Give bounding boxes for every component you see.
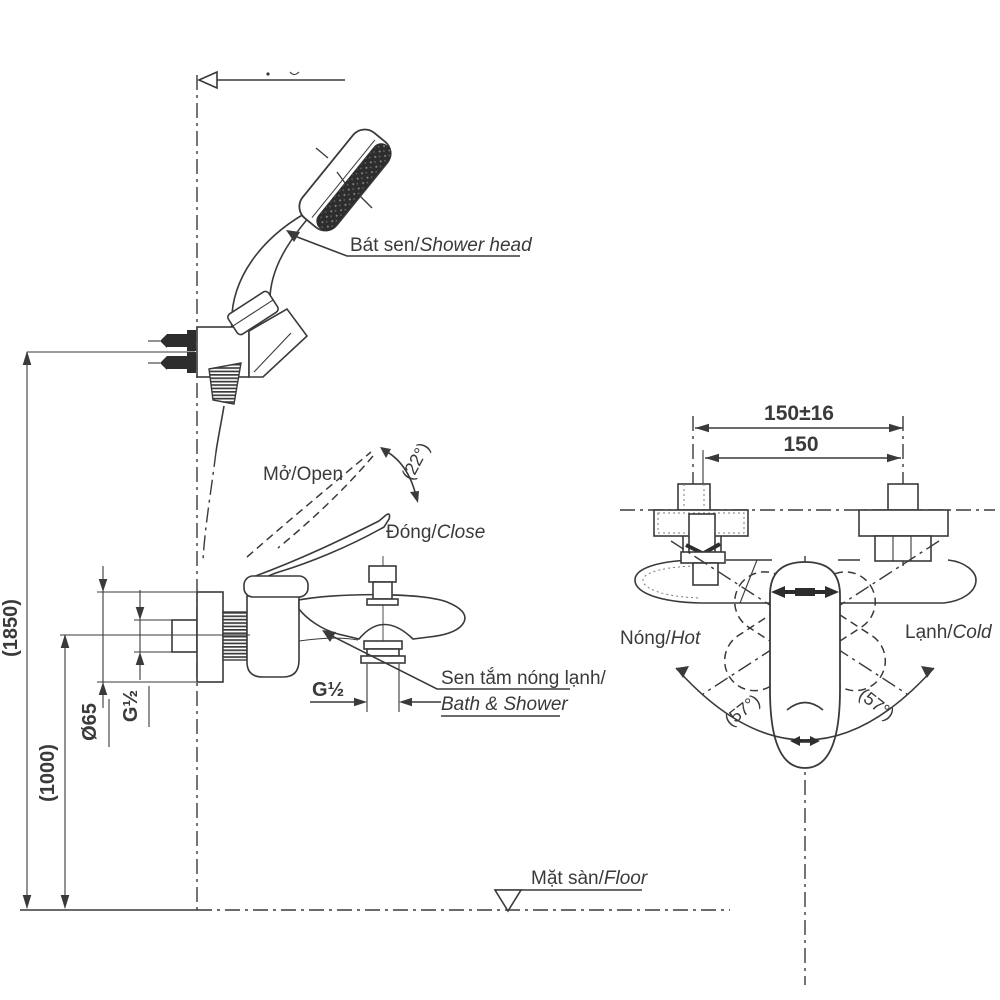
- body-left-cap: [634, 559, 701, 604]
- svg-text:150: 150: [783, 433, 818, 456]
- outlet-ring: [360, 655, 406, 664]
- lever-closed-position: [249, 513, 391, 592]
- shower-hose: [215, 405, 225, 453]
- dimension-span: 150: [705, 433, 901, 463]
- dimension-flange-diameter: Ø65: [79, 566, 196, 747]
- open-label: Mở/Open: [263, 464, 343, 485]
- wall-flange: [196, 591, 224, 683]
- dimension-span-tolerance: 150±16: [695, 402, 903, 433]
- svg-text:(1850): (1850): [0, 599, 22, 657]
- mixer-side: [171, 447, 466, 683]
- lever-base: [243, 575, 309, 598]
- diverter-knob: [368, 565, 397, 583]
- screw-icon: [160, 334, 167, 348]
- top-reference-line: [197, 70, 345, 90]
- bath-shower-label-en: Bath & Shower: [441, 694, 568, 715]
- wall-connector: [171, 619, 198, 653]
- svg-text:G½: G½: [312, 679, 344, 701]
- close-label: Đóng/Close: [386, 522, 485, 543]
- shower-head-callout: Bát sen/Shower head: [286, 230, 533, 257]
- screw-icon: [160, 356, 167, 370]
- spout: [298, 593, 466, 640]
- body-right-cap: [943, 559, 977, 604]
- holder-arm: [248, 307, 309, 378]
- hand-shower-unit: [148, 128, 392, 561]
- shower-head-label: Bát sen/Shower head: [350, 235, 533, 256]
- screw-icon: [167, 334, 187, 347]
- bath-shower-callout: Sen tắm nóng lạnh/ Bath & Shower: [322, 630, 607, 717]
- mixer-body: [246, 595, 300, 678]
- outlet-ring: [363, 640, 403, 650]
- right-fitting: [858, 483, 949, 562]
- cover-plate: [858, 509, 949, 537]
- swing-left-label: (57°): [721, 690, 764, 730]
- top-edge-artifact: [289, 71, 300, 76]
- handle-cuff: [227, 290, 279, 336]
- dimension-outlet-thread: G½: [310, 664, 441, 712]
- swing-arc: [675, 666, 935, 746]
- dimension-1000: (1000): [37, 634, 250, 909]
- cold-label: Lạnh/Cold: [905, 622, 993, 643]
- floor-label: Mặt sàn/Floor: [531, 868, 648, 889]
- open-angle-arc: [380, 447, 419, 503]
- mixer-handle-front: [769, 561, 841, 769]
- bath-shower-label-vi: Sen tắm nóng lạnh/: [441, 667, 607, 689]
- dimension-1850: (1850): [0, 351, 195, 909]
- hot-label: Nóng/Hot: [620, 628, 701, 649]
- spray-ticks: [315, 147, 373, 209]
- front-view: 150±16 150: [620, 402, 995, 985]
- shower-hose-centerline: [202, 451, 217, 561]
- screw-icon: [167, 356, 187, 369]
- mixer-front-body: [634, 559, 977, 604]
- svg-text:Ø65: Ø65: [79, 703, 101, 741]
- leader-arrow-icon: [322, 630, 336, 642]
- svg-text:(1000): (1000): [37, 744, 59, 802]
- floor: Mặt sàn/Floor: [20, 868, 730, 913]
- handle-end-detail: [786, 701, 824, 711]
- open-angle-label: (22°): [398, 439, 434, 483]
- left-eccentric-fitting: [653, 483, 749, 586]
- dimension-inlet-thread: G½: [120, 590, 175, 727]
- diverter-knob: [372, 581, 393, 600]
- floor-level-icon: [493, 889, 523, 913]
- spray-face: [316, 143, 392, 232]
- top-edge-artifact: [266, 72, 270, 76]
- knurled-ring: [222, 611, 248, 661]
- outlet-ring: [366, 648, 400, 657]
- lever-open-position: [246, 451, 374, 558]
- open-arrow-icon: [197, 70, 218, 90]
- inlet-nut: [887, 483, 919, 511]
- svg-text:G½: G½: [120, 690, 142, 722]
- shower-head: [298, 128, 392, 232]
- side-view: Bát sen/Shower head: [0, 70, 730, 913]
- svg-text:150±16: 150±16: [764, 402, 834, 425]
- hex-nut: [874, 535, 932, 562]
- hose-nut-cone: [208, 362, 242, 405]
